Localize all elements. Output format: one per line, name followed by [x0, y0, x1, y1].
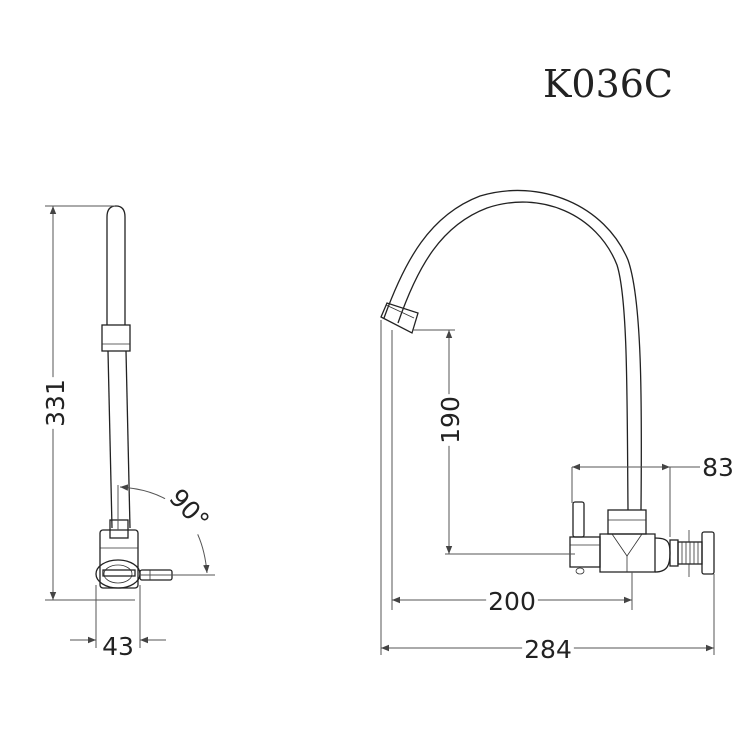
dim-width-label: 43 — [102, 632, 134, 661]
front-wall-flange — [701, 531, 715, 575]
dim-connector-label: 83 — [702, 453, 734, 482]
dim-outlet-reach-label: 200 — [488, 587, 536, 616]
dim-height-label: 331 — [41, 379, 70, 427]
side-spout-tube — [106, 205, 126, 325]
side-valve-body — [99, 529, 139, 589]
angle-label: 90° — [164, 483, 215, 535]
side-collar — [101, 324, 131, 352]
front-view: 190 83 200 284 — [380, 189, 736, 664]
front-valve-body — [599, 533, 656, 573]
dim-overall-length-label: 284 — [524, 635, 572, 664]
side-view: 331 90° 43 — [41, 205, 217, 661]
front-spout-outer — [383, 189, 643, 511]
front-valve-stub — [569, 536, 601, 568]
model-code: K036C — [543, 62, 673, 106]
front-spout-inner — [397, 201, 629, 511]
dim-spout-drop-label: 190 — [436, 396, 465, 444]
front-valve-nut — [607, 509, 647, 535]
side-valve-stem — [109, 519, 129, 539]
front-coupling — [654, 537, 671, 573]
front-spout-tip — [380, 302, 419, 334]
front-handle — [572, 501, 585, 538]
